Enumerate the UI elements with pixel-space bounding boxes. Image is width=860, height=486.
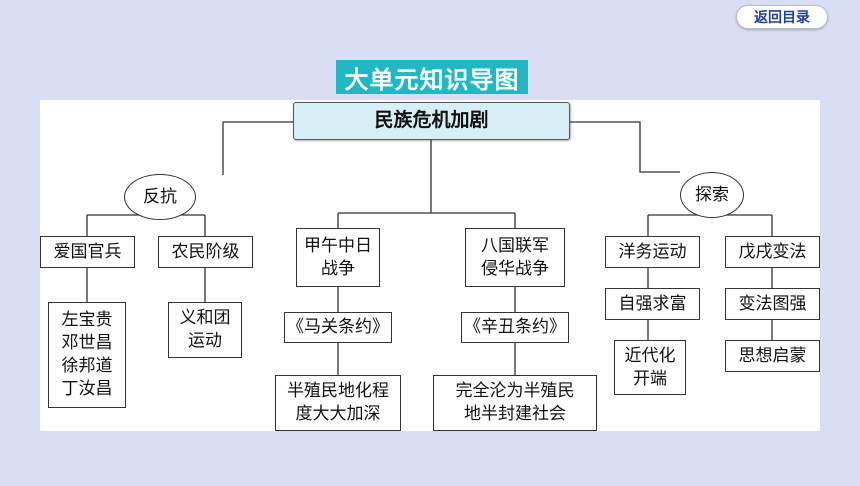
boxer-movement-node: 义和团 运动	[168, 302, 242, 358]
connector-lines	[86, 121, 773, 375]
semi-colonization-deepened-node: 半殖民地化程 度大大加深	[275, 375, 401, 431]
page-title: 大单元知识导图	[336, 60, 528, 94]
back-to-contents-button[interactable]: 返回目录	[736, 5, 828, 29]
patriotic-officers-node: 爱国官兵	[40, 236, 135, 268]
resist-node: 反抗	[124, 174, 196, 220]
self-strengthening-node: 自强求富	[605, 288, 700, 320]
mind-map-panel: 民族危机加剧 反抗 探索 爱国官兵 农民阶级 左宝贵 邓世昌 徐邦道 丁汝昌 义…	[40, 100, 820, 431]
enlightenment-node: 思想启蒙	[725, 340, 820, 372]
reform-for-strength-node: 变法图强	[725, 288, 820, 320]
sino-japanese-war-node: 甲午中日 战争	[296, 228, 380, 287]
explore-node: 探索	[680, 172, 744, 218]
modernization-start-node: 近代化 开端	[614, 340, 686, 395]
eight-nation-war-node: 八国联军 侵华战争	[465, 228, 565, 287]
officers-list-node: 左宝贵 邓世昌 徐邦道 丁汝昌	[48, 302, 126, 408]
hundred-days-reform-node: 戊戌变法	[725, 236, 820, 268]
boxer-protocol-node: 《辛丑条约》	[461, 312, 569, 343]
peasant-class-node: 农民阶级	[158, 236, 253, 268]
treaty-shimonoseki-node: 《马关条约》	[284, 312, 392, 343]
root-node: 民族危机加剧	[293, 102, 570, 140]
semi-colonial-semi-feudal-node: 完全沦为半殖民 地半封建社会	[433, 375, 597, 431]
westernization-movement-node: 洋务运动	[605, 236, 700, 268]
